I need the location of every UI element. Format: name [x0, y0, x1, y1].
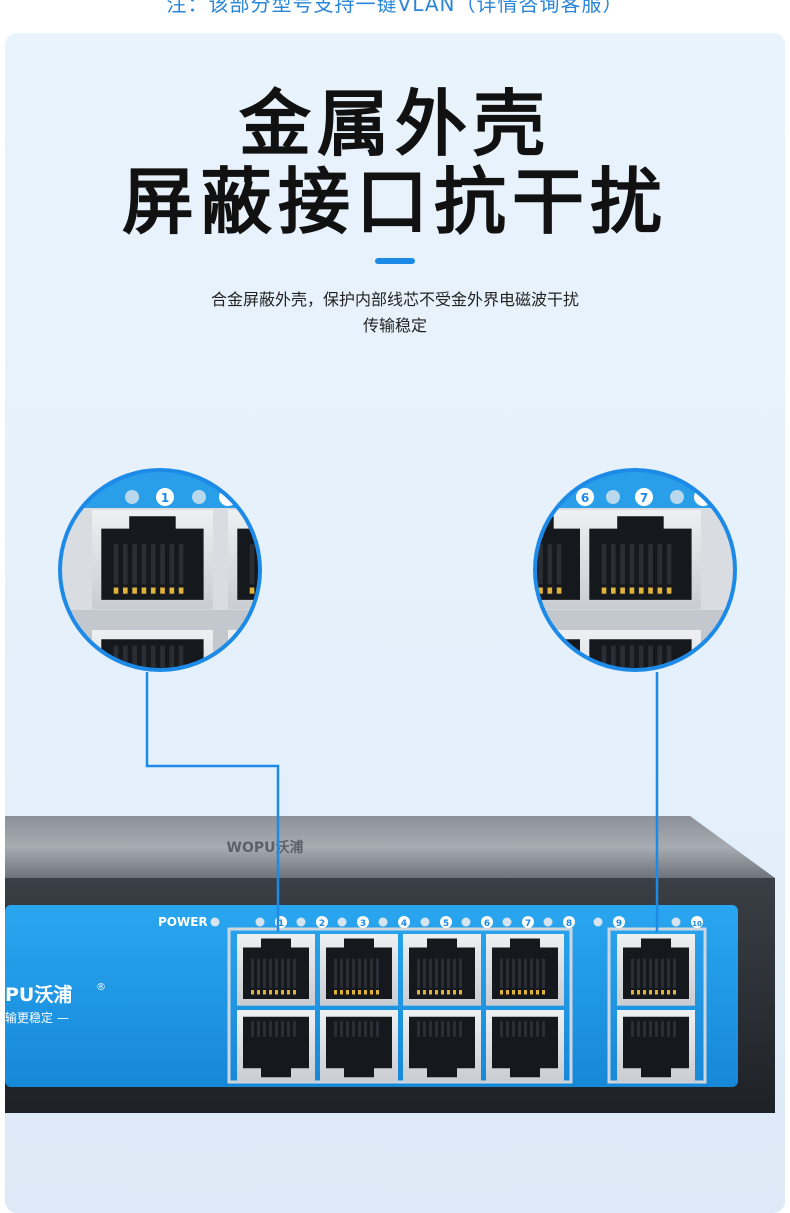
- headline-line-1: 金属外壳: [238, 82, 551, 166]
- port-number-10: 10: [692, 920, 702, 928]
- rj45-port: [403, 1010, 481, 1082]
- port-led-7: [502, 917, 512, 927]
- rj45-port: [486, 934, 564, 1006]
- port-number-3: 3: [360, 919, 366, 929]
- port-led-6: [461, 917, 471, 927]
- rj45-port: [320, 1010, 398, 1082]
- power-led: [210, 917, 220, 927]
- description-line-2: 传输稳定: [362, 316, 427, 335]
- port-number-6: 6: [484, 919, 490, 929]
- rj45-port: [403, 934, 481, 1006]
- port-led-10: [671, 917, 681, 927]
- port-badge-5: [440, 916, 452, 928]
- brand-mark: ®: [96, 982, 106, 993]
- power-label: POWER: [158, 915, 208, 929]
- port-badge-7: [522, 916, 534, 928]
- zoom-right-port-number-6: 6: [581, 491, 589, 505]
- port-badge-6: [481, 916, 493, 928]
- port-led-8: [543, 917, 553, 927]
- port-number-4: 4: [401, 919, 407, 929]
- switch-lid: [5, 816, 775, 878]
- lid-logo: WOPU沃浦: [227, 839, 304, 856]
- port-number-7: 7: [525, 919, 531, 929]
- description-line-1: 合金屏蔽外壳，保护内部线芯不受金外界电磁波干扰: [210, 290, 579, 309]
- port-badge-4: [398, 916, 410, 928]
- port-number-9: 9: [616, 919, 622, 929]
- zoom-circle-left: 1: [58, 468, 262, 672]
- accent-bar: [375, 258, 415, 264]
- port-number-2: 2: [319, 919, 325, 929]
- rj45-port: [320, 934, 398, 1006]
- port-block-1-8: [227, 927, 573, 1084]
- port-led-1: [255, 917, 265, 927]
- port-badge-2: [316, 916, 328, 928]
- port-number-8: 8: [566, 919, 572, 929]
- zoom-left-port-number: 1: [161, 491, 169, 505]
- brand-text: PU沃浦: [5, 983, 72, 1006]
- port-badge-9: [613, 916, 625, 928]
- port-badge-10: [691, 916, 703, 928]
- top-note: 注：该部分型号支持一键VLAN（详情咨询客服）: [166, 0, 624, 16]
- port-led-3: [337, 917, 347, 927]
- port-number-1: 1: [278, 919, 284, 929]
- rj45-port: [486, 1010, 564, 1082]
- port-badge-8: [563, 916, 575, 928]
- callout-line-left: [145, 672, 280, 932]
- port-led-5: [420, 917, 430, 927]
- port-led-row: 1 2 3 4 5 6 7 8 9 10: [255, 916, 703, 929]
- rj45-port: [617, 934, 695, 1006]
- rj45-port: [237, 934, 315, 1006]
- port-led-2: [296, 917, 306, 927]
- port-badge-3: [357, 916, 369, 928]
- network-switch: WOPU沃浦 POWER PU沃浦 ® 输更稳定 — 1 2 3 4 5 6 7 8 9 10: [5, 816, 775, 1113]
- port-led-9: [593, 917, 603, 927]
- rj45-port: [617, 1010, 695, 1082]
- zoom-right-port-number-7: 7: [640, 491, 648, 505]
- slogan-text: 输更稳定 —: [5, 1010, 69, 1025]
- zoom-circle-right: 6 7: [533, 468, 737, 672]
- rj45-port: [237, 1010, 315, 1082]
- port-number-5: 5: [443, 919, 449, 929]
- headline-line-2: 屏蔽接口抗干扰: [121, 160, 668, 244]
- port-led-4: [378, 917, 388, 927]
